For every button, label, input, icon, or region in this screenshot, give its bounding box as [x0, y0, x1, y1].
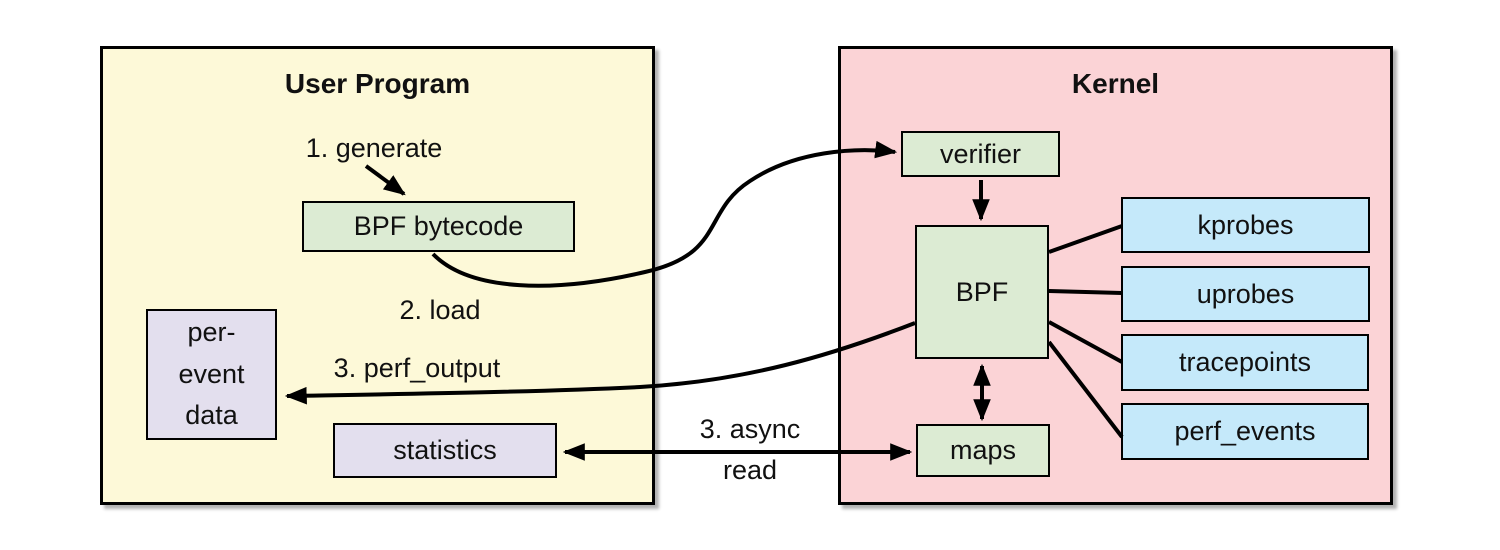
kernel-title: Kernel: [1071, 68, 1160, 99]
tracepoints-box: tracepoints: [1121, 334, 1369, 391]
generate-label: 1. generate: [305, 133, 443, 163]
perf-events-box: perf_events: [1121, 403, 1369, 460]
async-read-label-line2: read: [722, 455, 778, 485]
statistics-box: statistics: [333, 423, 557, 478]
perf-output-label: 3. perf_output: [333, 353, 501, 383]
per-event-data-box: per- event data: [146, 309, 277, 440]
maps-box: maps: [916, 424, 1050, 477]
async-read-label-line1: 3. async: [699, 414, 801, 444]
bpf-box: BPF: [915, 225, 1049, 359]
uprobes-box: uprobes: [1121, 266, 1370, 322]
bpf-bytecode-box: BPF bytecode: [302, 201, 575, 252]
kprobes-box: kprobes: [1121, 197, 1370, 253]
load-label: 2. load: [399, 295, 481, 325]
verifier-box: verifier: [901, 131, 1060, 177]
user-program-title: User Program: [284, 68, 471, 99]
